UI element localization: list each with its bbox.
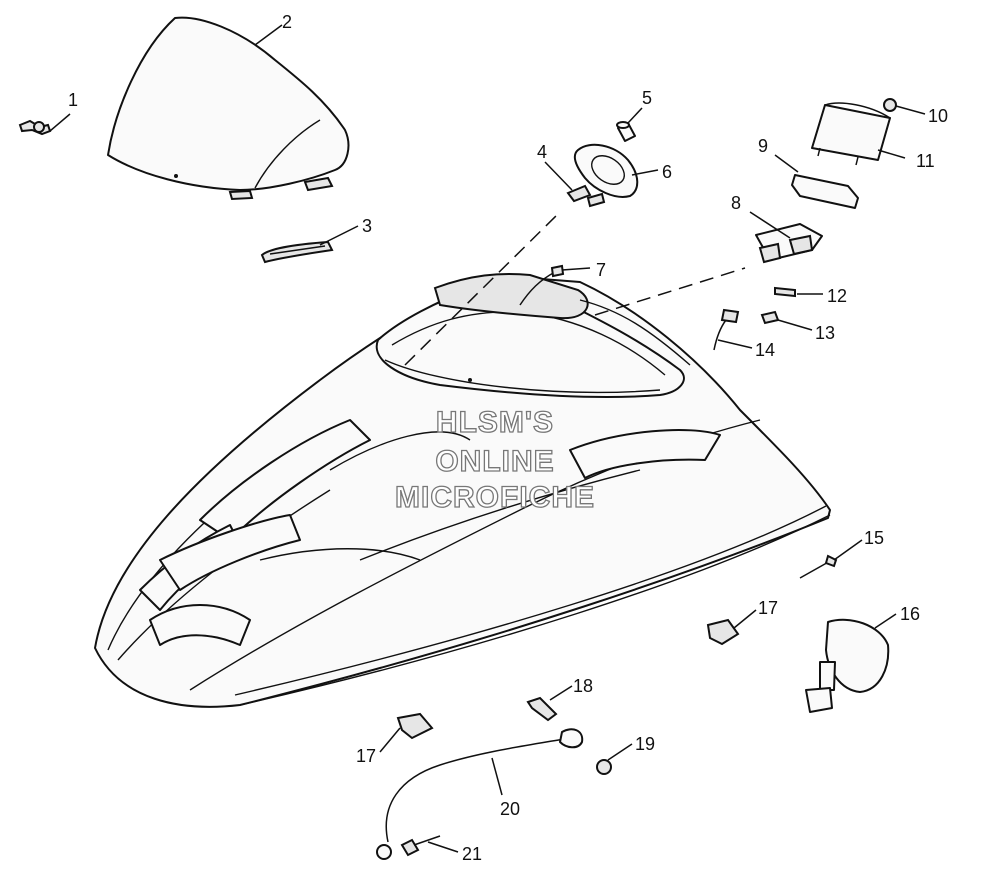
part-1-screw bbox=[18, 119, 52, 136]
callout-6: 6 bbox=[662, 162, 672, 182]
part-9-gasket bbox=[791, 174, 859, 209]
callout-10: 10 bbox=[928, 106, 948, 126]
callout-2: 2 bbox=[282, 12, 292, 32]
watermark: HLSM'S ONLINE MICROFICHE bbox=[394, 405, 595, 514]
callout-9: 9 bbox=[758, 136, 768, 156]
callouts: 1 2 3 4 5 6 7 8 9 10 11 12 13 14 15 16 1… bbox=[68, 12, 948, 864]
part-17-clamp-right bbox=[706, 618, 740, 646]
callout-19: 19 bbox=[635, 734, 655, 754]
watermark-line-1: HLSM'S bbox=[436, 406, 554, 439]
callout-15: 15 bbox=[864, 528, 884, 548]
leader-lines bbox=[49, 24, 926, 853]
part-8-gauge-mount bbox=[755, 223, 823, 264]
callout-20: 20 bbox=[500, 799, 520, 819]
part-7-wire bbox=[519, 264, 565, 306]
part-5-pin bbox=[616, 121, 636, 142]
part-15-rod bbox=[799, 554, 838, 579]
part-11-gauge bbox=[811, 102, 891, 166]
callout-17-left: 17 bbox=[356, 746, 376, 766]
part-14-connector bbox=[713, 308, 740, 351]
callout-13: 13 bbox=[815, 323, 835, 343]
callout-5: 5 bbox=[642, 88, 652, 108]
part-17-clamp-left bbox=[396, 712, 434, 740]
callout-7: 7 bbox=[596, 260, 606, 280]
assembly-line-gauge-bezel bbox=[404, 211, 561, 366]
callout-3: 3 bbox=[362, 216, 372, 236]
part-3-latch bbox=[260, 240, 334, 264]
callout-18: 18 bbox=[573, 676, 593, 696]
watermark-line-2: ONLINE bbox=[435, 445, 554, 478]
callout-1: 1 bbox=[68, 90, 78, 110]
part-10-nut bbox=[883, 98, 897, 112]
callout-11: 11 bbox=[916, 151, 935, 171]
part-12-spring bbox=[774, 286, 796, 298]
assembly-line-gauge-mount bbox=[594, 267, 746, 316]
watermark-line-3: MICROFICHE bbox=[395, 481, 595, 514]
callout-4: 4 bbox=[537, 142, 547, 162]
callout-14: 14 bbox=[755, 340, 775, 360]
part-19-nut bbox=[596, 759, 612, 775]
callout-8: 8 bbox=[731, 193, 741, 213]
part-20-lanyard bbox=[376, 728, 584, 860]
part-21-rivet bbox=[400, 835, 441, 857]
callout-16: 16 bbox=[900, 604, 920, 624]
part-13-socket bbox=[760, 310, 780, 325]
part-18-bolt bbox=[526, 696, 558, 722]
part-2-windshield bbox=[107, 16, 350, 201]
callout-12: 12 bbox=[827, 286, 847, 306]
callout-21: 21 bbox=[462, 844, 482, 864]
part-6-gauge-bezel bbox=[573, 143, 639, 198]
part-4-clip bbox=[566, 184, 606, 208]
part-16-mirror bbox=[805, 618, 890, 713]
callout-17-right: 17 bbox=[758, 598, 778, 618]
